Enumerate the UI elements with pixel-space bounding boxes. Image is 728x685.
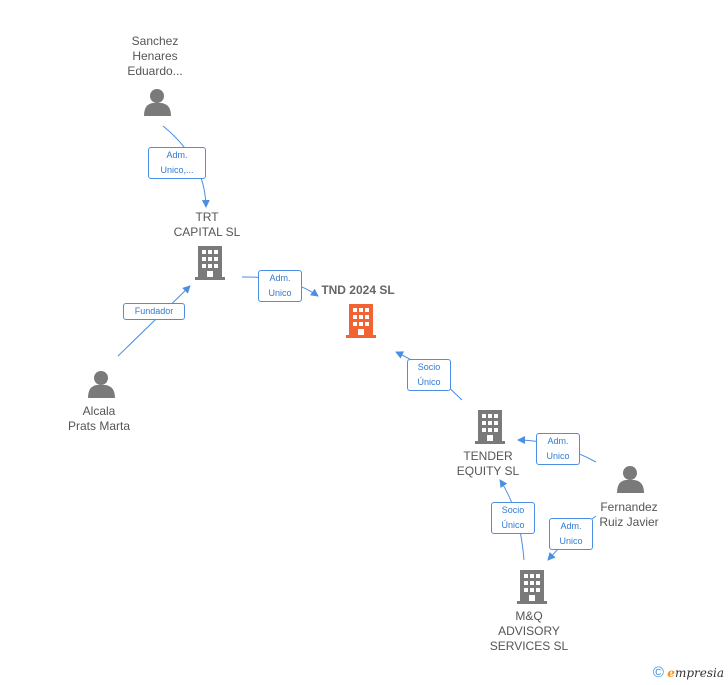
- building-icon-main: [346, 304, 376, 338]
- edge-label-tender-tnd[interactable]: Socio Único: [407, 359, 451, 391]
- node-label-trt[interactable]: TRT CAPITAL SL: [173, 210, 241, 239]
- edge-label-mq-tender[interactable]: Socio Único: [491, 502, 535, 534]
- edge-label-alcala-trt[interactable]: Fundador: [123, 303, 185, 320]
- building-icon: [475, 410, 505, 444]
- building-icon: [517, 570, 547, 604]
- edge-label-trt-tnd[interactable]: Adm. Unico: [258, 270, 302, 302]
- edge-label-fernandez-tender[interactable]: Adm. Unico: [536, 433, 580, 465]
- brand-logo[interactable]: empresia: [667, 666, 724, 680]
- node-label-sanchez[interactable]: Sanchez Henares Eduardo...: [127, 34, 183, 78]
- node-label-alcala[interactable]: Alcala Prats Marta: [67, 404, 130, 433]
- footer-brand: © empresia: [653, 664, 724, 681]
- edge-label-sanchez-trt[interactable]: Adm. Unico,...: [148, 147, 206, 179]
- edge-label-fernandez-mq[interactable]: Adm. Unico: [549, 518, 593, 550]
- building-icon: [195, 246, 225, 280]
- node-label-tender[interactable]: TENDER EQUITY SL: [456, 449, 520, 478]
- person-icon: [144, 89, 171, 116]
- person-icon: [617, 466, 644, 493]
- copyright-icon: ©: [652, 664, 664, 681]
- node-label-fernandez[interactable]: Fernandez Ruiz Javier: [599, 500, 659, 529]
- edge-alcala-trt: [117, 285, 191, 357]
- node-label-mq[interactable]: M&Q ADVISORY SERVICES SL: [489, 609, 569, 653]
- person-icon: [88, 371, 115, 398]
- node-label-tnd[interactable]: TND 2024 SL: [321, 283, 395, 297]
